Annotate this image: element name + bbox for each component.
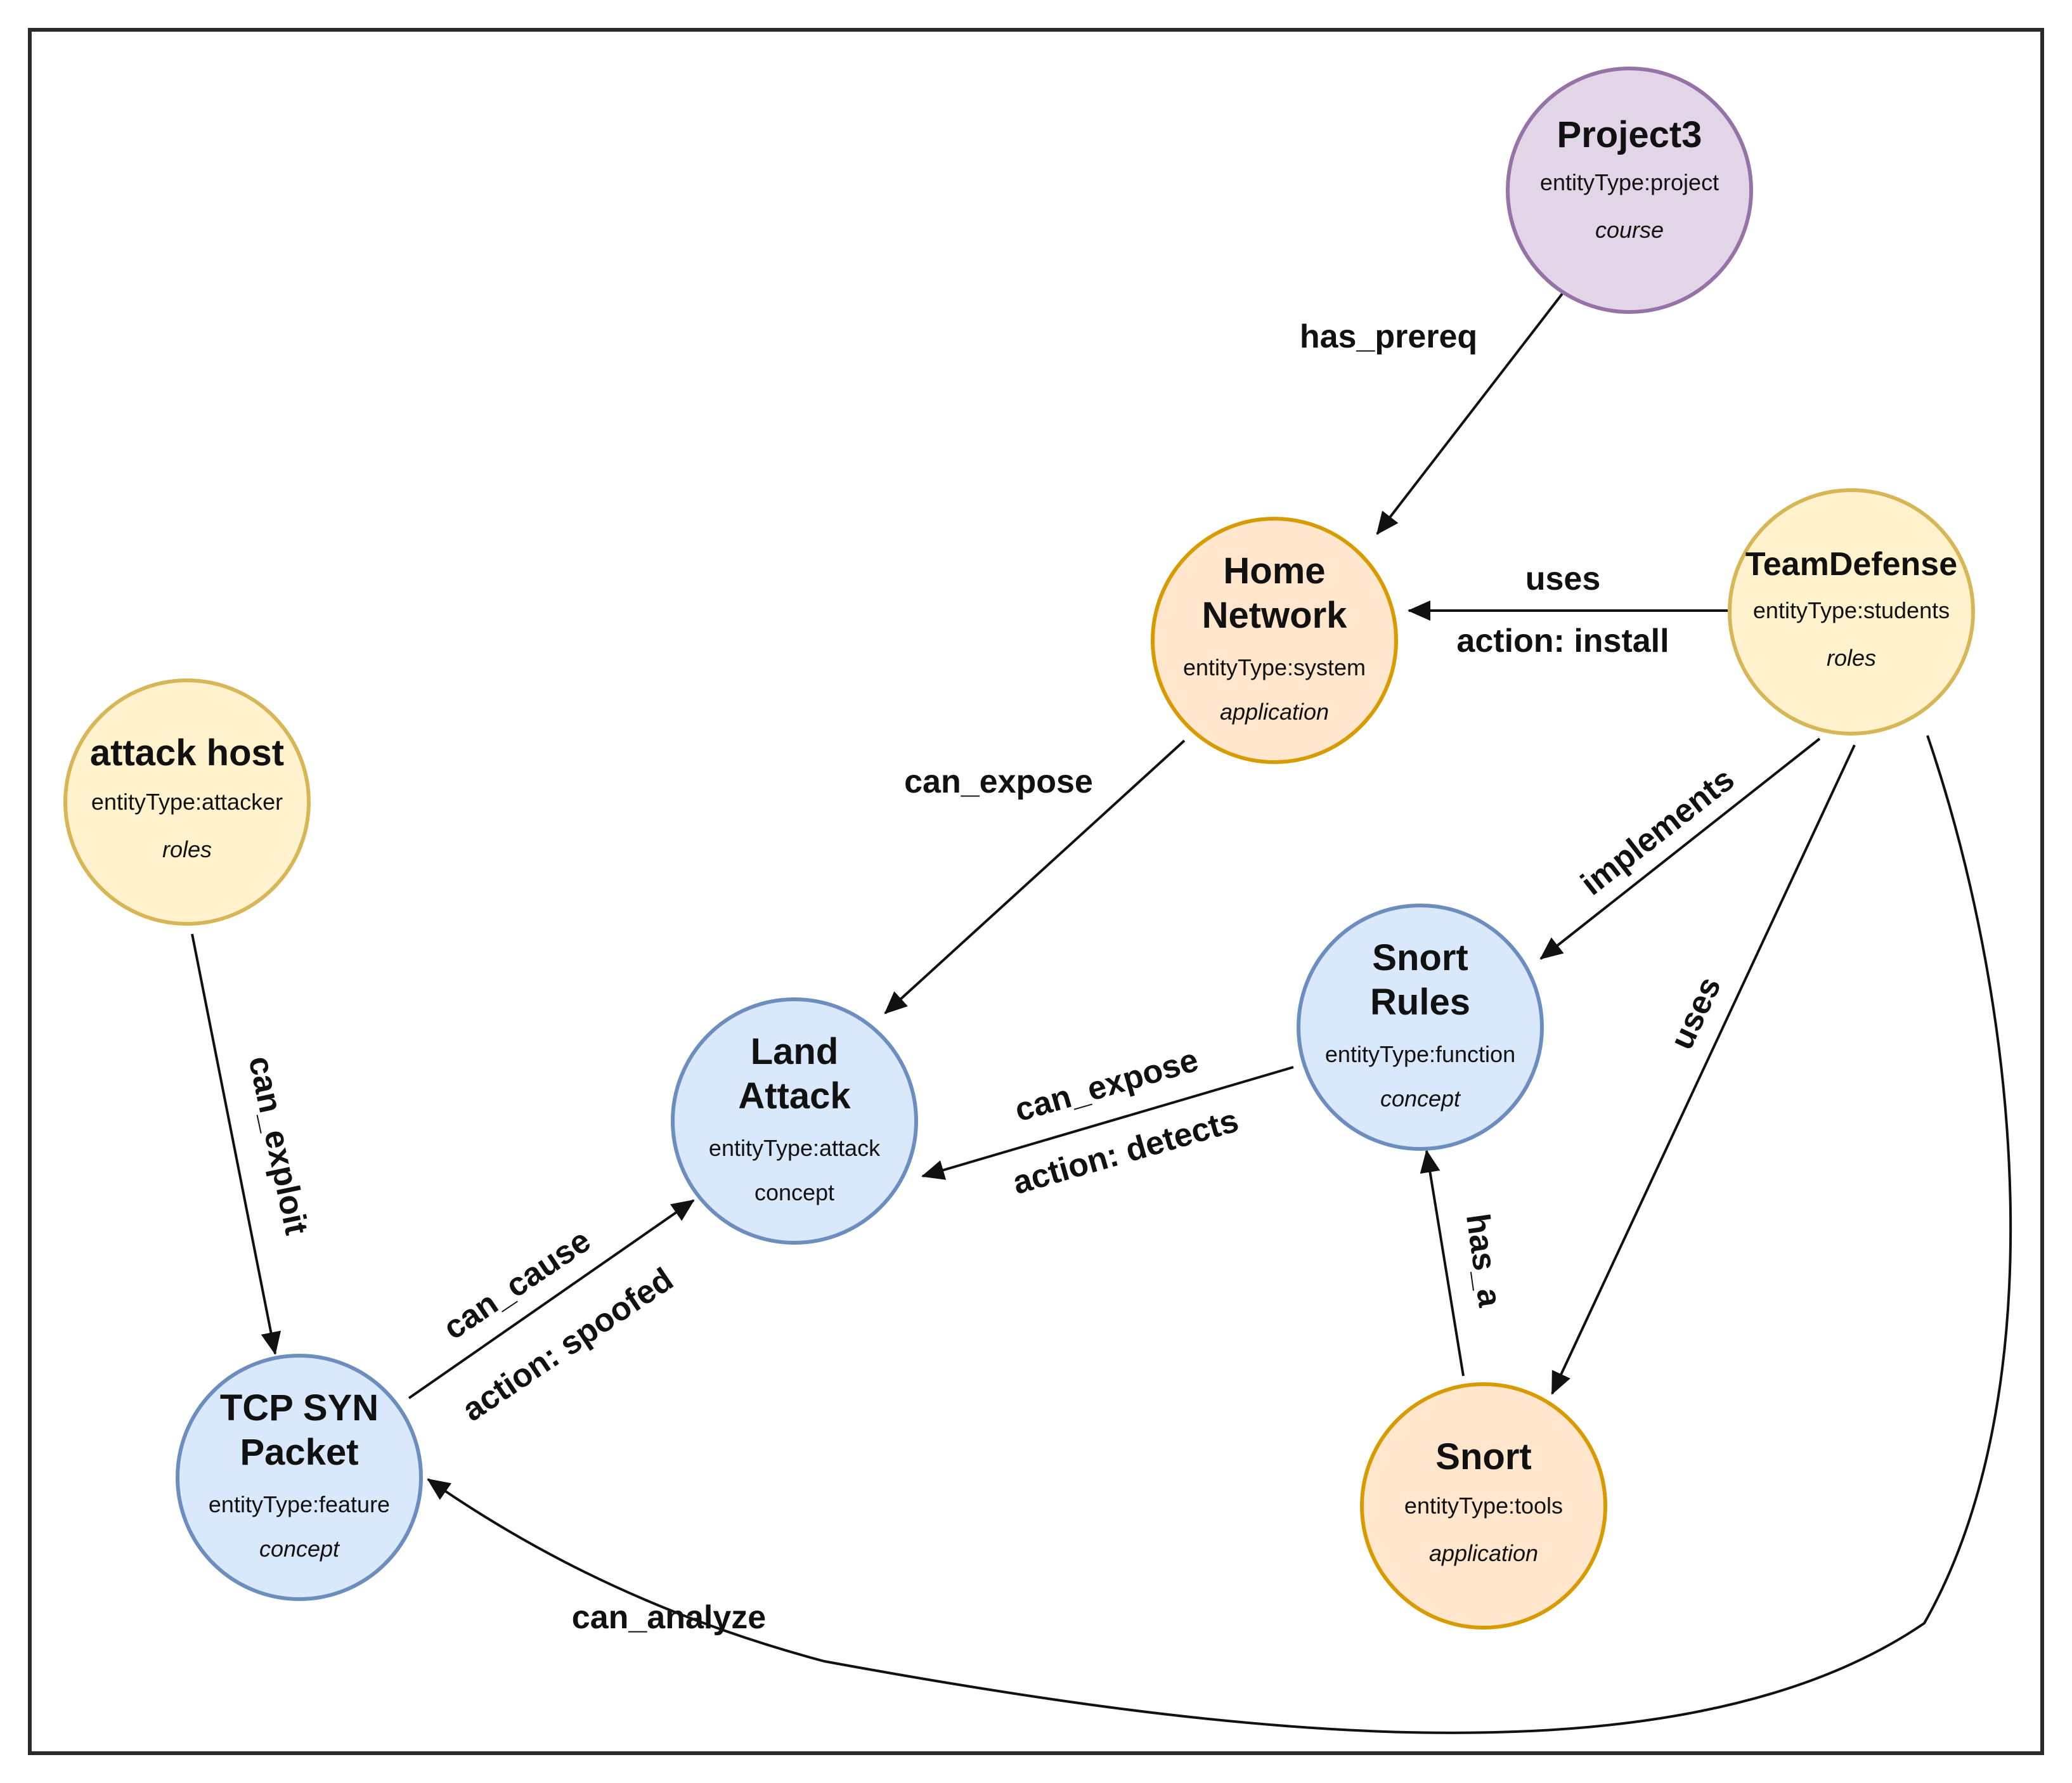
node-title-line1: Home xyxy=(1223,550,1325,592)
node-tcp-syn-packet[interactable]: TCP SYN Packet entityType:feature concep… xyxy=(176,1354,423,1601)
label-can-expose-rules: can_expose xyxy=(1011,1042,1202,1129)
label-can-expose-home: can_expose xyxy=(904,763,1093,800)
label-has-a: has_a xyxy=(1459,1212,1508,1310)
node-attack-host[interactable]: attack host entityType:attacker roles xyxy=(63,678,311,926)
label-action-install: action: install xyxy=(1456,623,1669,659)
node-title-line2: Rules xyxy=(1370,982,1470,1023)
node-entity-type: entityType:students xyxy=(1753,597,1950,623)
node-category: roles xyxy=(162,836,212,862)
node-entity-type: entityType:system xyxy=(1183,654,1366,680)
node-title-line1: Land xyxy=(751,1031,839,1072)
node-entity-type: entityType:function xyxy=(1325,1041,1515,1067)
edge-can-expose-rules xyxy=(921,1066,1294,1180)
node-category: concept xyxy=(754,1179,834,1205)
node-snort[interactable]: Snort entityType:tools application xyxy=(1360,1382,1607,1630)
node-title-line2: Attack xyxy=(738,1075,851,1117)
node-category: course xyxy=(1595,217,1664,243)
node-team-defense[interactable]: TeamDefense entityType:students roles xyxy=(1728,488,1975,736)
label-implements: implements xyxy=(1574,761,1741,903)
edge-can-expose-home xyxy=(884,739,1186,1015)
node-title: attack host xyxy=(90,732,284,774)
node-entity-type: entityType:project xyxy=(1540,169,1719,195)
node-category: application xyxy=(1429,1540,1538,1566)
edge-can-analyze xyxy=(427,735,2012,1734)
node-entity-type: entityType:attacker xyxy=(91,789,283,815)
node-title: Snort xyxy=(1435,1436,1531,1477)
node-title: TeamDefense xyxy=(1745,546,1957,583)
node-home-network[interactable]: Home Network entityType:system applicati… xyxy=(1151,517,1398,764)
node-entity-type: entityType:tools xyxy=(1404,1493,1563,1519)
label-can-analyze: can_analyze xyxy=(572,1599,766,1636)
label-uses-snort: uses xyxy=(1663,971,1728,1055)
node-snort-rules[interactable]: Snort Rules entityType:function concept xyxy=(1297,904,1544,1151)
node-circle xyxy=(1360,1382,1607,1630)
node-project3[interactable]: Project3 entityType:project course xyxy=(1506,67,1753,314)
node-circle xyxy=(671,997,918,1245)
node-category: concept xyxy=(259,1536,340,1562)
node-entity-type: entityType:feature xyxy=(209,1491,390,1517)
node-entity-type: entityType:attack xyxy=(709,1135,881,1161)
node-category: concept xyxy=(1380,1086,1461,1112)
edge-implements xyxy=(1539,737,1821,960)
edge-has-prereq xyxy=(1376,292,1564,535)
node-circle xyxy=(1297,904,1544,1151)
node-category: application xyxy=(1220,699,1329,725)
edge-has-a xyxy=(1420,1150,1465,1377)
edge-can-exploit xyxy=(191,933,282,1355)
label-has-prereq: has_prereq xyxy=(1300,318,1477,355)
node-title-line2: Packet xyxy=(240,1432,358,1473)
node-circle xyxy=(1506,67,1753,314)
label-uses-home: uses xyxy=(1525,561,1601,597)
node-title: Project3 xyxy=(1557,114,1702,155)
node-land-attack[interactable]: Land Attack entityType:attack concept xyxy=(671,997,918,1245)
node-circle xyxy=(176,1354,423,1601)
node-circle xyxy=(63,678,311,926)
node-circle xyxy=(1728,488,1975,736)
edge-uses-snort xyxy=(1551,744,1856,1395)
edge-can-cause xyxy=(408,1199,695,1399)
node-category: roles xyxy=(1827,645,1876,671)
label-can-exploit: can_exploit xyxy=(242,1053,315,1238)
node-title-line1: TCP SYN xyxy=(220,1387,379,1429)
node-circle xyxy=(1151,517,1398,764)
node-title-line1: Snort xyxy=(1372,937,1468,978)
node-title-line2: Network xyxy=(1202,595,1348,636)
